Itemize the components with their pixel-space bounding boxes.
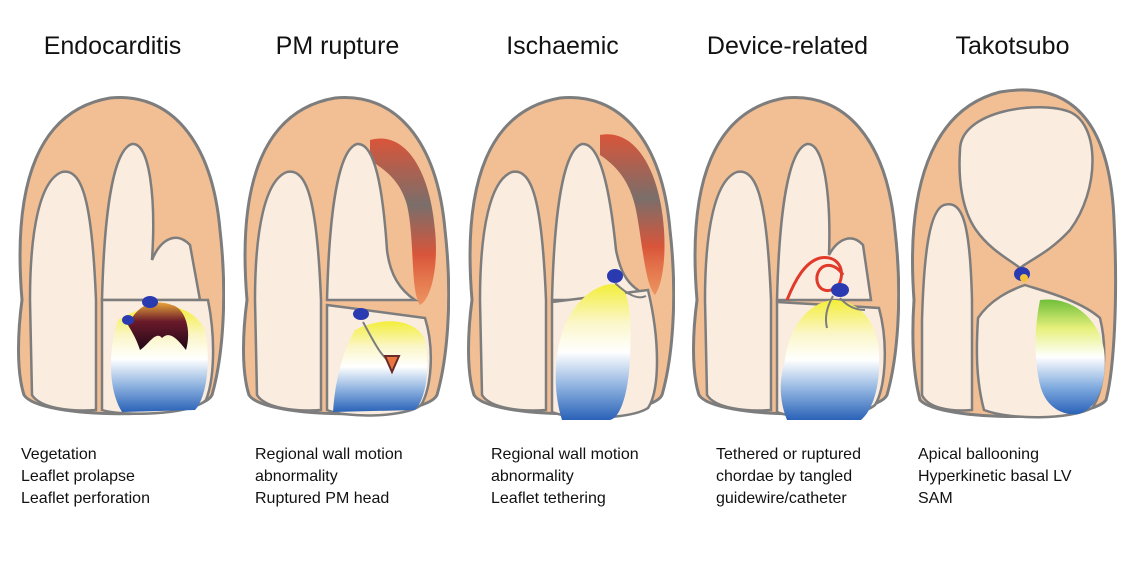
heart-diagram-endocarditis [17, 96, 225, 416]
caption-line: Leaflet prolapse [21, 468, 135, 485]
caption-line: Leaflet tethering [491, 490, 606, 507]
left-atrium [550, 142, 642, 302]
regurgitant-jet [555, 284, 631, 420]
valve-leaflet [831, 283, 849, 297]
valve-leaflet [142, 296, 158, 308]
ischemic-wall [370, 138, 436, 305]
valve-leaflet [122, 315, 134, 325]
left-atrium [775, 142, 873, 302]
right-chamber [703, 170, 773, 412]
panel-pm-rupture: PM rupture Regional wall motion abnormal… [225, 0, 450, 577]
caption-line: guidewire/catheter [716, 490, 847, 507]
vegetation [128, 302, 189, 350]
panel-title: Takotsubo [955, 32, 1070, 60]
right-chamber [920, 203, 974, 412]
caption-line: chordae by tangled [716, 468, 853, 485]
caption-line: Leaflet perforation [21, 490, 150, 507]
tethering-chord [614, 282, 647, 299]
caption-endocarditis: Vegetation Leaflet prolapse Leaflet perf… [21, 444, 150, 510]
torn-chord [824, 295, 866, 329]
regurgitant-jet [780, 300, 880, 420]
heart-diagram-takotsubo [911, 88, 1118, 419]
caption-takotsubo: Apical ballooning Hyperkinetic basal LV … [918, 444, 1072, 510]
caption-line: Vegetation [21, 446, 97, 463]
caption-line: Regional wall motion [491, 446, 639, 463]
regurgitant-jet [333, 321, 428, 412]
panel-endocarditis: Endocarditis Vegetation Leaflet prolapse… [0, 0, 225, 577]
caption-pm-rupture: Regional wall motion abnormality Rupture… [255, 444, 403, 510]
caption-line: SAM [918, 490, 953, 507]
ruptured-pm-head [383, 355, 401, 375]
regurgitant-jet [1035, 299, 1105, 415]
caption-line: Tethered or ruptured [716, 446, 861, 463]
panel-title: Endocarditis [43, 32, 182, 60]
caption-line: Apical ballooning [918, 446, 1039, 463]
caption-line: Regional wall motion [255, 446, 403, 463]
heart-diagram-pm-rupture [242, 96, 450, 417]
ischemic-wall [600, 134, 665, 295]
valve-leaflet [607, 269, 623, 283]
left-atrium [100, 142, 202, 302]
panel-ischaemic: Ischaemic Regional wall motion abnormali… [450, 0, 675, 577]
right-chamber [28, 170, 98, 412]
caption-line: Ruptured PM head [255, 490, 390, 507]
panel-device-related: Device-related Tethered or ruptured chor… [675, 0, 900, 577]
sam-marker [1020, 274, 1028, 282]
heart-diagram-device-related [692, 96, 900, 420]
caption-line: abnormality [255, 468, 338, 485]
caption-device-related: Tethered or ruptured chordae by tangled … [716, 444, 861, 510]
left-atrium [325, 142, 420, 302]
panel-title: PM rupture [275, 32, 400, 60]
panel-takotsubo: Takotsubo Apical ballooning Hyperkinetic… [900, 0, 1125, 577]
caption-line: abnormality [491, 468, 574, 485]
heart-diagram-ischaemic [467, 96, 675, 420]
panel-title: Device-related [706, 32, 869, 60]
caption-line: Hyperkinetic basal LV [918, 468, 1072, 485]
tangled-guidewire [785, 256, 845, 301]
caption-ischaemic: Regional wall motion abnormality Leaflet… [491, 444, 639, 510]
right-chamber [478, 170, 548, 412]
right-chamber [253, 170, 323, 412]
panel-title: Ischaemic [506, 32, 619, 60]
valve-leaflet [353, 308, 369, 320]
ballooned-apex [958, 106, 1094, 270]
